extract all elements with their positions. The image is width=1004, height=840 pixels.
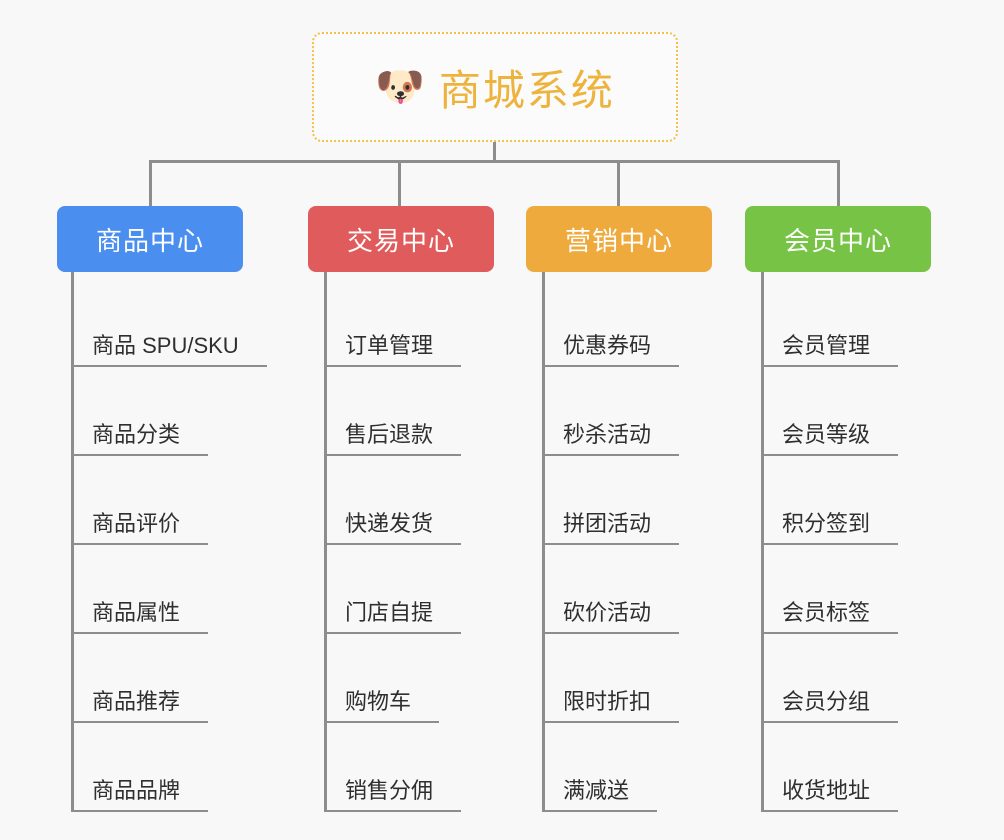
leaf-label: 商品属性 (74, 600, 209, 634)
list-item[interactable]: 收货地址 (764, 723, 931, 812)
leaf-label: 销售分佣 (327, 778, 462, 812)
leaf-label: 商品品牌 (74, 778, 209, 812)
category-box-marketing-center[interactable]: 营销中心 (526, 206, 712, 272)
leaf-label: 快递发货 (327, 511, 462, 545)
list-item[interactable]: 满减送 (545, 723, 712, 812)
leaf-label: 售后退款 (327, 422, 462, 456)
leaf-label: 砍价活动 (545, 600, 680, 634)
leaf-label: 秒杀活动 (545, 422, 680, 456)
leaf-label: 收货地址 (764, 778, 899, 812)
category-label: 交易中心 (346, 225, 455, 256)
list-item[interactable]: 售后退款 (327, 367, 494, 456)
leaf-label: 限时折扣 (545, 689, 680, 723)
list-item[interactable]: 砍价活动 (545, 545, 712, 634)
leaf-label: 积分签到 (764, 511, 899, 545)
leaf-list-product-center: 商品 SPU/SKU 商品分类 商品评价 商品属性 商品推荐 商品品牌 (71, 272, 267, 812)
branch-member-center: 会员中心 会员管理 会员等级 积分签到 会员标签 会员分组 收货地址 (745, 206, 931, 812)
category-box-member-center[interactable]: 会员中心 (745, 206, 931, 272)
leaf-label: 优惠券码 (545, 333, 680, 367)
list-item[interactable]: 订单管理 (327, 278, 494, 367)
leaf-label: 会员标签 (764, 600, 899, 634)
list-item[interactable]: 快递发货 (327, 456, 494, 545)
list-item[interactable]: 会员管理 (764, 278, 931, 367)
list-item[interactable]: 商品属性 (74, 545, 267, 634)
leaf-list-member-center: 会员管理 会员等级 积分签到 会员标签 会员分组 收货地址 (761, 272, 931, 812)
category-box-product-center[interactable]: 商品中心 (57, 206, 243, 272)
list-item[interactable]: 销售分佣 (327, 723, 494, 812)
category-label: 营销中心 (564, 225, 673, 256)
list-item[interactable]: 商品评价 (74, 456, 267, 545)
connector-drop-member-center (837, 160, 840, 206)
leaf-label: 会员分组 (764, 689, 899, 723)
connector-drop-product-center (149, 160, 152, 206)
list-item[interactable]: 会员分组 (764, 634, 931, 723)
branch-marketing-center: 营销中心 优惠券码 秒杀活动 拼团活动 砍价活动 限时折扣 满减送 (526, 206, 712, 812)
list-item[interactable]: 会员标签 (764, 545, 931, 634)
list-item[interactable]: 积分签到 (764, 456, 931, 545)
list-item[interactable]: 商品分类 (74, 367, 267, 456)
connector-drop-trade-center (398, 160, 401, 206)
branch-trade-center: 交易中心 订单管理 售后退款 快递发货 门店自提 购物车 销售分佣 (308, 206, 494, 812)
connector-drop-marketing-center (617, 160, 620, 206)
leaf-list-trade-center: 订单管理 售后退款 快递发货 门店自提 购物车 销售分佣 (324, 272, 494, 812)
leaf-label: 满减送 (545, 778, 658, 812)
list-item[interactable]: 购物车 (327, 634, 494, 723)
root-node-title: 商城系统 (438, 66, 615, 114)
leaf-label: 商品 SPU/SKU (74, 333, 267, 367)
list-item[interactable]: 门店自提 (327, 545, 494, 634)
list-item[interactable]: 拼团活动 (545, 456, 712, 545)
list-item[interactable]: 商品品牌 (74, 723, 267, 812)
list-item[interactable]: 会员等级 (764, 367, 931, 456)
leaf-label: 会员管理 (764, 333, 899, 367)
leaf-label: 会员等级 (764, 422, 899, 456)
leaf-label: 商品分类 (74, 422, 209, 456)
list-item[interactable]: 商品推荐 (74, 634, 267, 723)
category-label: 商品中心 (95, 225, 204, 256)
connector-root-stem (493, 142, 496, 162)
leaf-label: 拼团活动 (545, 511, 680, 545)
dog-face-icon: 🐶 (375, 65, 425, 109)
leaf-list-marketing-center: 优惠券码 秒杀活动 拼团活动 砍价活动 限时折扣 满减送 (542, 272, 712, 812)
root-node-mall-system[interactable]: 🐶 商城系统 (312, 32, 678, 142)
list-item[interactable]: 优惠券码 (545, 278, 712, 367)
list-item[interactable]: 商品 SPU/SKU (74, 278, 267, 367)
category-label: 会员中心 (783, 225, 892, 256)
connector-horizontal-bus (149, 160, 840, 163)
leaf-label: 订单管理 (327, 333, 462, 367)
list-item[interactable]: 限时折扣 (545, 634, 712, 723)
leaf-label: 购物车 (327, 689, 440, 723)
leaf-label: 门店自提 (327, 600, 462, 634)
leaf-label: 商品评价 (74, 511, 209, 545)
leaf-label: 商品推荐 (74, 689, 209, 723)
category-box-trade-center[interactable]: 交易中心 (308, 206, 494, 272)
list-item[interactable]: 秒杀活动 (545, 367, 712, 456)
branch-product-center: 商品中心 商品 SPU/SKU 商品分类 商品评价 商品属性 商品推荐 商品品牌 (57, 206, 267, 812)
